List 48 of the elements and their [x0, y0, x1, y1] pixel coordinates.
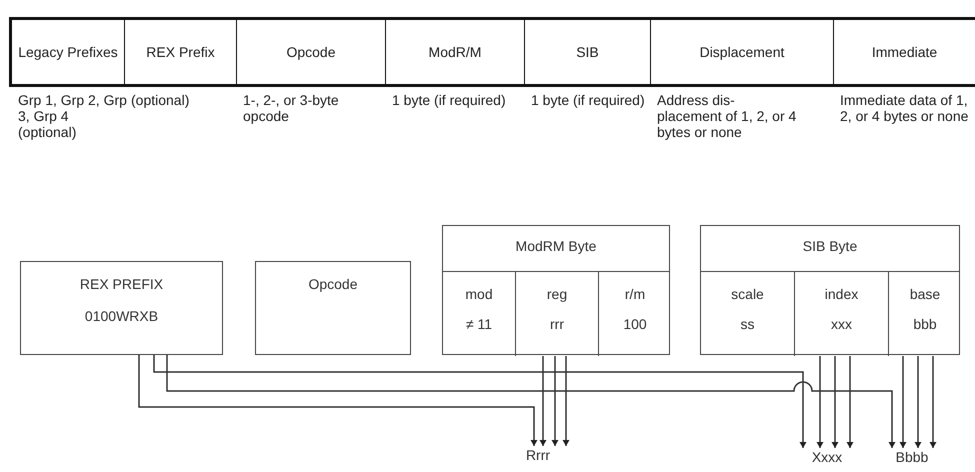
- field-value: ≠ 11: [464, 316, 494, 332]
- field-description: (optional): [130, 92, 190, 108]
- field-value: bbb: [912, 316, 938, 332]
- arrow: [914, 356, 922, 448]
- field-title: reg: [546, 286, 568, 302]
- bit-field-label: Rrrr: [518, 446, 558, 464]
- field-name: Opcode: [286, 44, 336, 60]
- field-title: base: [908, 286, 942, 302]
- field-name: REX Prefix: [146, 44, 215, 60]
- field-name: ModR/M: [428, 44, 482, 60]
- field-description: Grp 1, Grp 2, Grp 3, Grp 4 (optional): [17, 92, 128, 140]
- arrow: [138, 355, 538, 446]
- field-description: Immediate data of 1, 2, or 4 bytes or none: [839, 92, 970, 124]
- field-value: 0100WRXB: [84, 308, 160, 324]
- field-value: 100: [622, 316, 648, 332]
- field-value: xxx: [830, 316, 853, 332]
- bit-field-label: Bbbb: [887, 448, 937, 466]
- field-title: r/m: [624, 286, 646, 302]
- field-description: 1 byte (if required): [530, 92, 646, 108]
- arrow: [930, 356, 936, 448]
- arrow: [816, 356, 824, 448]
- arrow: [552, 356, 558, 446]
- field-title: index: [824, 286, 860, 302]
- field-value: ss: [740, 316, 756, 332]
- field-name: Legacy Prefixes: [18, 44, 118, 60]
- field-title: REX PREFIX: [78, 276, 164, 292]
- field-description: 1 byte (if required): [391, 92, 507, 108]
- field-description: 1-, 2-, or 3-byte opcode: [242, 92, 340, 124]
- field-title: scale: [730, 286, 765, 302]
- arrow: [562, 356, 570, 446]
- bit-field-label: Xxxx: [804, 448, 850, 466]
- field-name: SIB: [576, 44, 599, 60]
- field-title: Opcode: [307, 276, 359, 292]
- field-box: [20, 261, 223, 355]
- field-title: ModRM Byte: [514, 238, 598, 254]
- field-value: rrr: [549, 316, 565, 332]
- field-description: Address dis- placement of 1, 2, or 4 bytes or none: [656, 92, 798, 140]
- arrow: [540, 356, 546, 446]
- arrow: [832, 356, 838, 448]
- field-title: SIB Byte: [802, 238, 858, 254]
- arrow: [900, 356, 906, 448]
- arrow: [846, 356, 854, 448]
- byte-box: [700, 225, 960, 355]
- byte-box: [442, 225, 670, 355]
- field-name: Immediate: [872, 44, 938, 60]
- field-name: Displacement: [700, 44, 784, 60]
- field-title: mod: [464, 286, 494, 302]
- field-box: [255, 261, 411, 355]
